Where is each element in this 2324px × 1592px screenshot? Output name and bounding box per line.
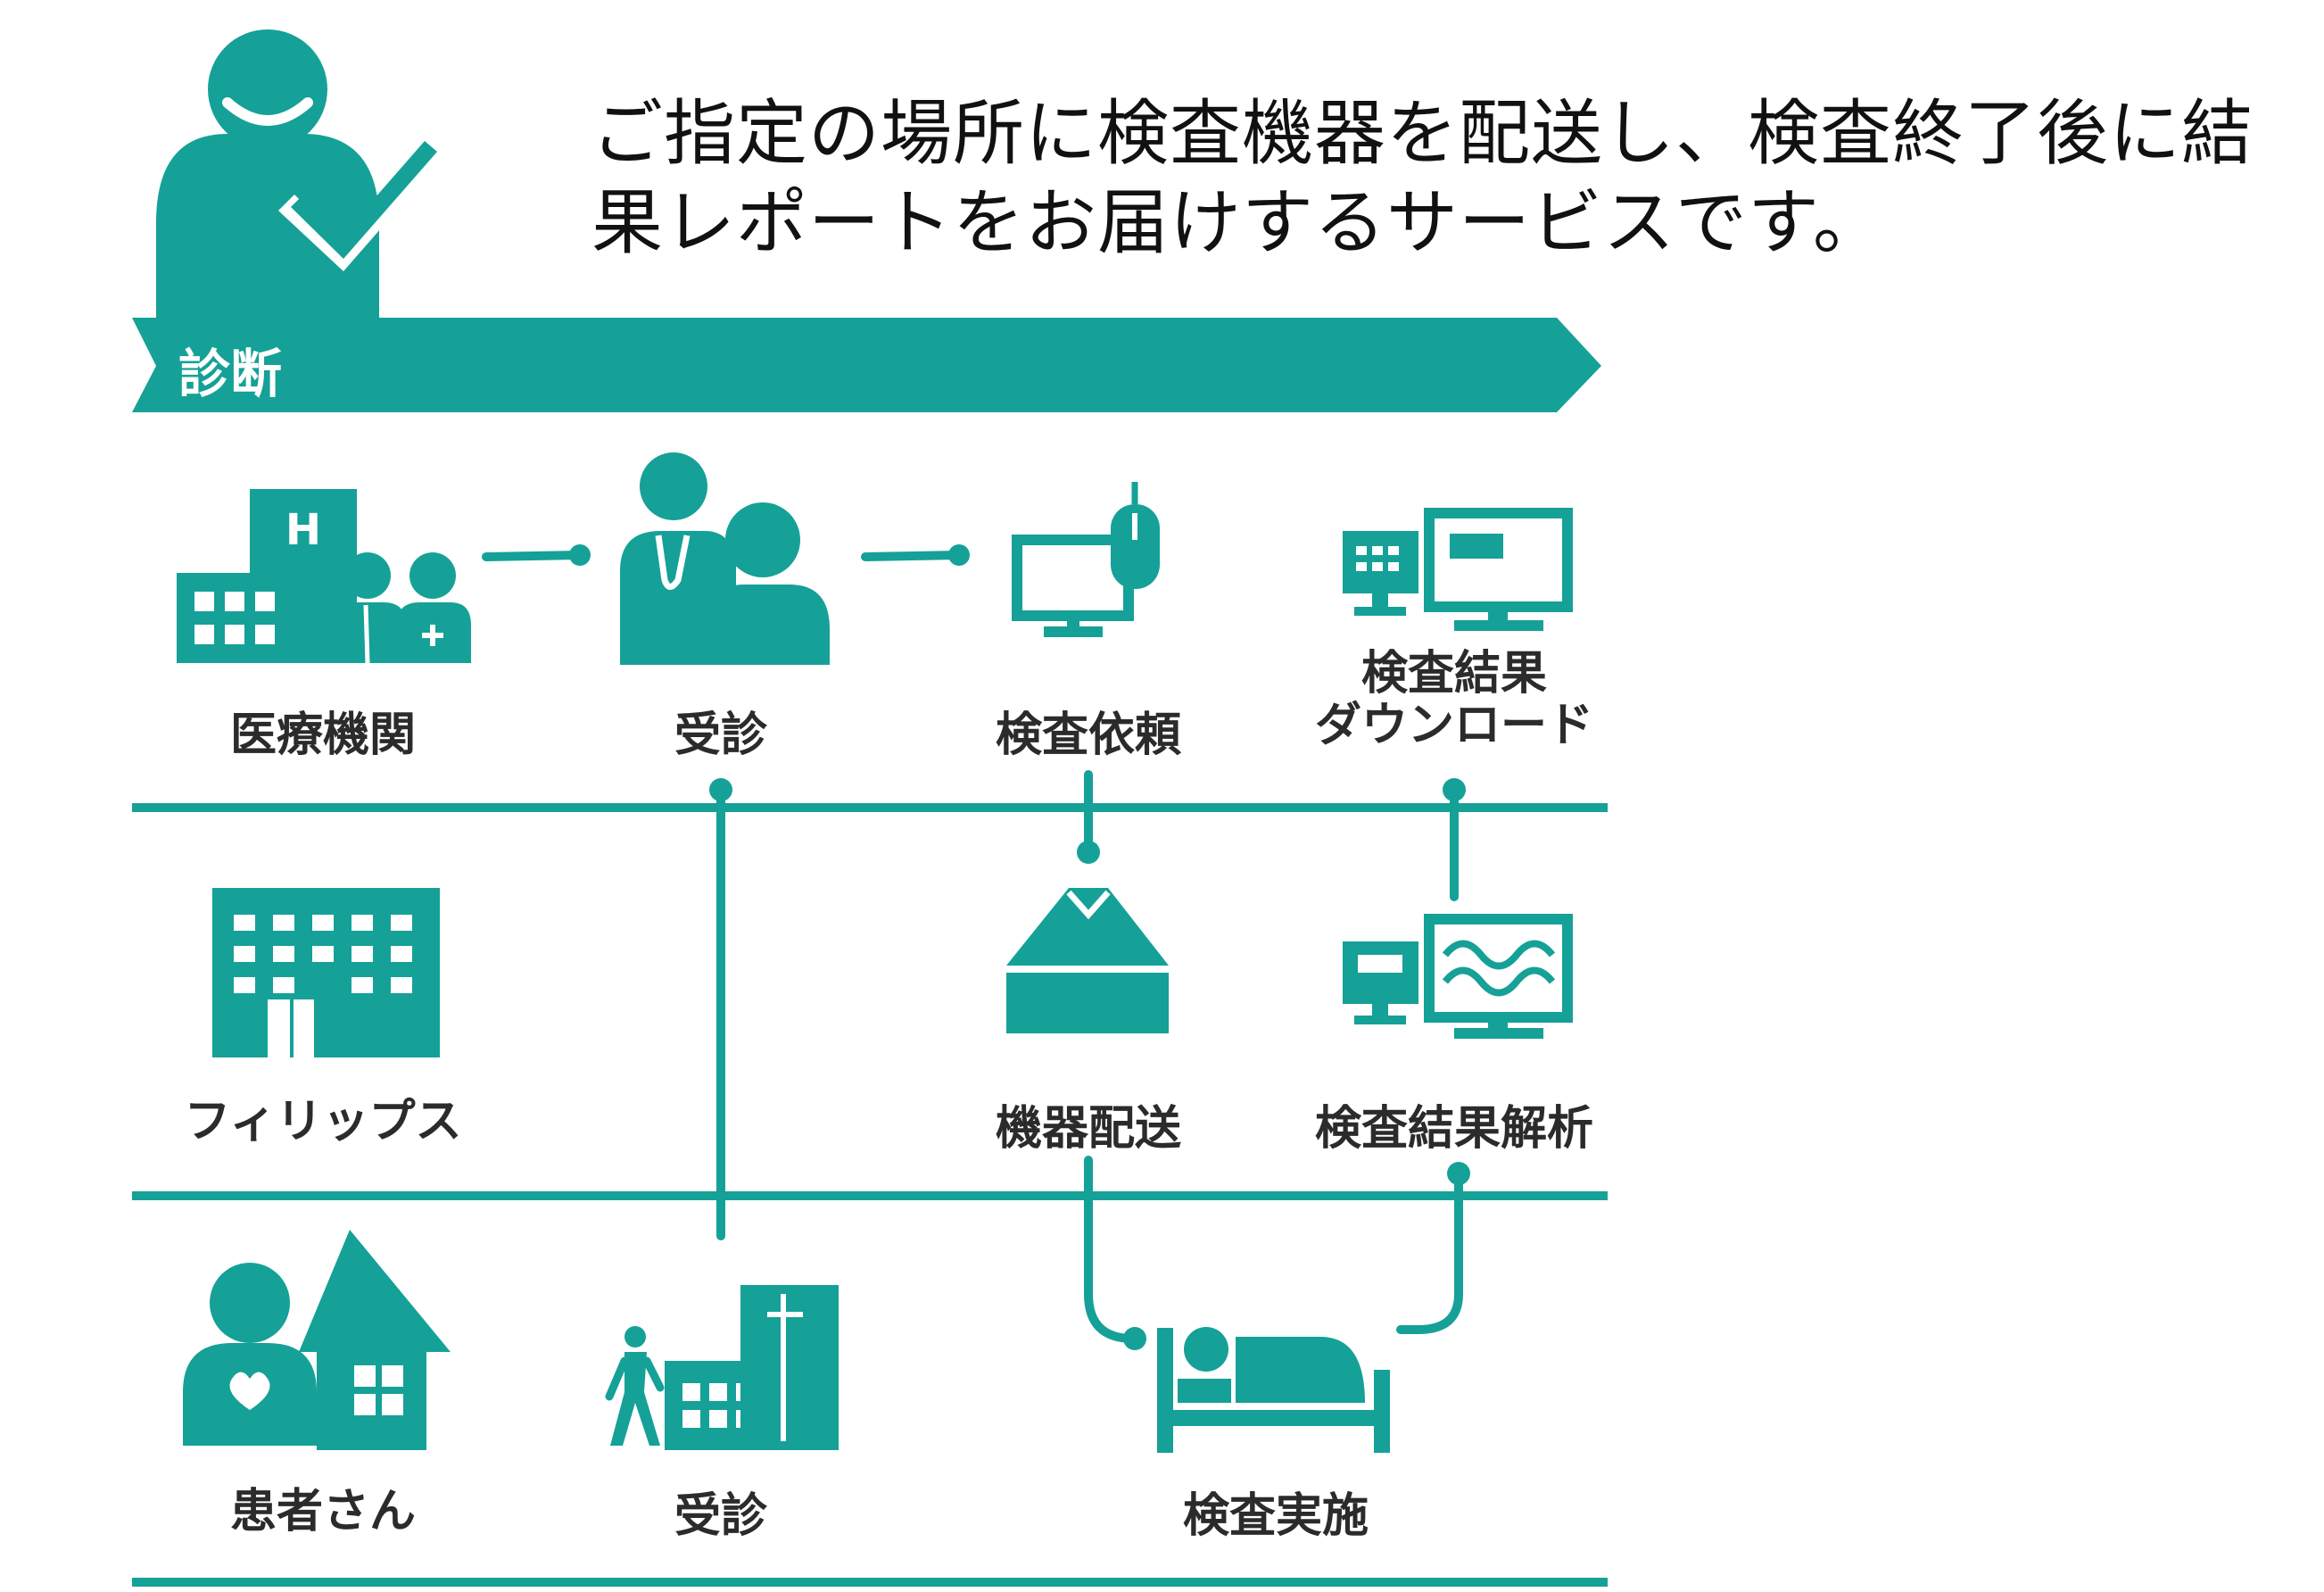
row-label-philips: フィリップス — [184, 1095, 462, 1148]
connector-dots — [569, 544, 1470, 1350]
doctor-patient-icon — [620, 452, 830, 665]
patient-home-icon — [183, 1230, 451, 1450]
flow-connectors — [482, 551, 1463, 1343]
step-label-download: 検査結果 ダウンロード — [1315, 648, 1593, 751]
banner-label: 診断 — [178, 344, 283, 404]
bed-icon — [1157, 1327, 1390, 1453]
step-label-consult: 受診 — [674, 709, 768, 762]
step-label-download-line2: ダウンロード — [1314, 699, 1594, 752]
step-label-exam: 検査実施 — [1182, 1489, 1369, 1543]
step-label-analysis: 検査結果解析 — [1314, 1102, 1594, 1156]
step-label-download-line1: 検査結果 — [1360, 647, 1548, 701]
svg-text:H: H — [285, 505, 321, 555]
step-label-visit: 受診 — [674, 1489, 768, 1543]
row-label-patient: 患者さん — [229, 1485, 417, 1538]
row-separator — [132, 1191, 1608, 1200]
service-description: ご指定の場所に検査機器を配送し、検査終了後に結果レポートをお届けするサービスです… — [591, 92, 2254, 264]
step-label-request: 検査依頼 — [995, 709, 1182, 762]
doctor-check-icon — [156, 29, 437, 348]
hospital-staff-icon: H — [177, 489, 471, 664]
diagnosis-banner — [132, 318, 1601, 412]
step-label-delivery: 機器配送 — [995, 1102, 1182, 1156]
waveform-monitor-icon — [1343, 914, 1573, 1039]
row-label-medical: 医療機関 — [229, 709, 417, 762]
computer-mouse-icon — [1012, 482, 1160, 637]
dual-monitor-icon — [1343, 508, 1573, 631]
building-icon — [212, 888, 440, 1057]
delivery-box-icon — [1006, 888, 1169, 1033]
walking-clinic-icon — [605, 1285, 839, 1450]
row-separator — [132, 1578, 1608, 1587]
row-separator — [132, 803, 1608, 812]
